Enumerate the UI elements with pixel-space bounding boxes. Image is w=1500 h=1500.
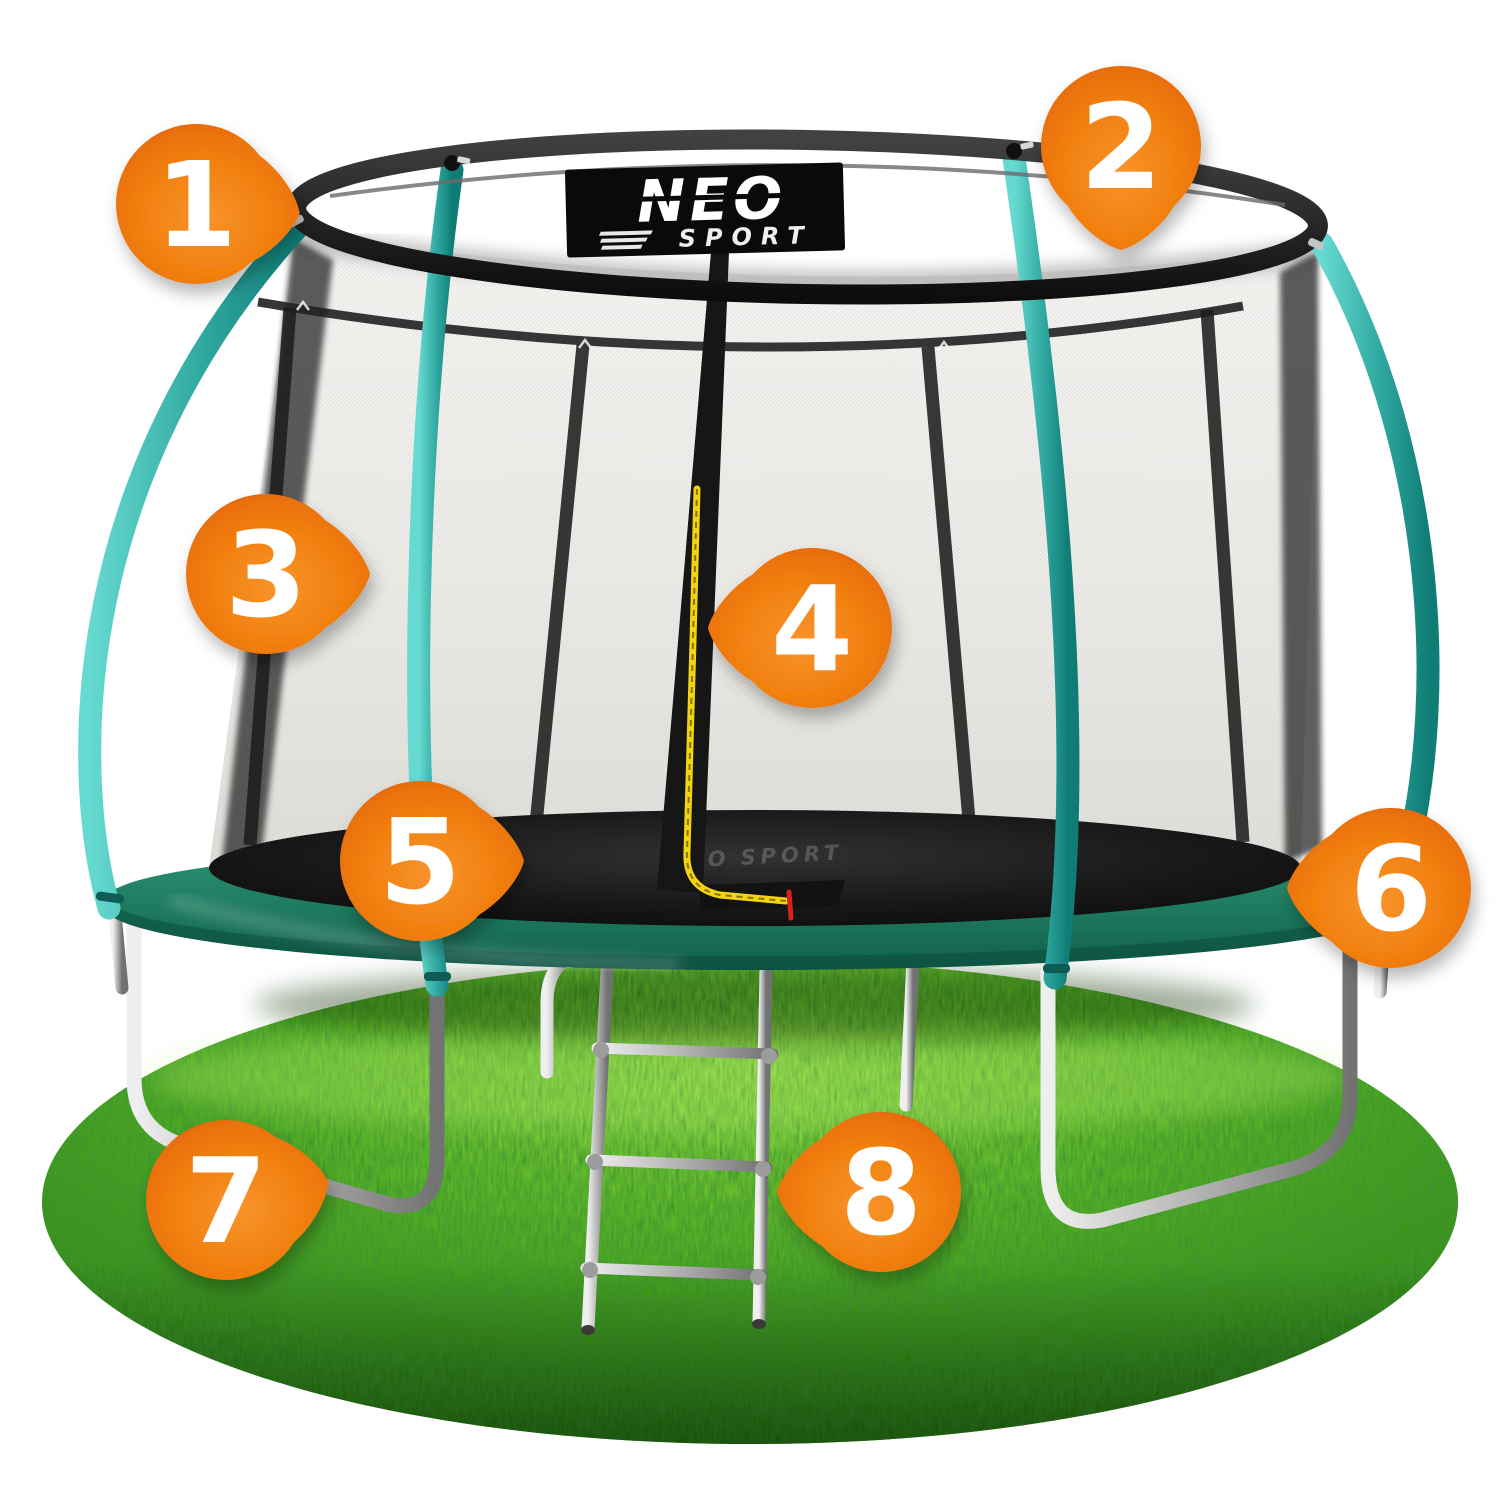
marker-number: 5 [379,793,461,931]
ladder-rail-right [752,965,773,1329]
marker-number: 1 [155,136,237,274]
zipper-pull [786,889,794,921]
marker-number: 7 [185,1132,267,1270]
marker-number: 6 [1350,820,1432,958]
brand-banner: NEO SPORT [564,162,846,258]
marker-pin-6: 6 [1287,808,1471,968]
logo-slit [621,192,800,203]
brand-sub-text: SPORT [678,221,813,252]
logo-speed-stripes [598,230,653,250]
net-mesh-texture [209,232,1318,868]
marker-pin-5: 5 [340,781,524,941]
pad-sheen [168,895,681,970]
trampoline-shadow [255,967,1255,1043]
entrance-flap [700,880,845,910]
net-entrance [657,252,845,921]
marker-pin-3: 3 [186,494,370,654]
marker-number: 8 [840,1124,922,1262]
net-edge-right [1280,252,1322,862]
marker-pin-7: 7 [133,1103,343,1293]
ladder-rung [580,1262,768,1281]
strap-clips [296,299,951,351]
leg-center-right [899,953,920,1112]
marker-number: 4 [771,560,853,698]
zipper-teeth [685,488,787,902]
enclosure-pole-inner-right [1002,146,1080,990]
marker-pin-8: 8 [777,1112,961,1272]
net-ring-strap [257,297,1244,352]
marker-pin-1: 1 [109,117,307,293]
enclosure-pole-outer-left [78,216,309,920]
ladder-rung [585,1154,773,1173]
leg-right [1040,930,1358,1229]
marker-pin-2: 2 [1041,66,1201,250]
marker-number: 3 [225,506,307,644]
marker-pin-4: 4 [708,548,892,708]
safety-net [209,226,1322,868]
marker-number: 2 [1080,78,1162,216]
ladder-rung [591,1042,779,1060]
grass-lawn [42,960,1458,1444]
ladder [580,965,779,1335]
